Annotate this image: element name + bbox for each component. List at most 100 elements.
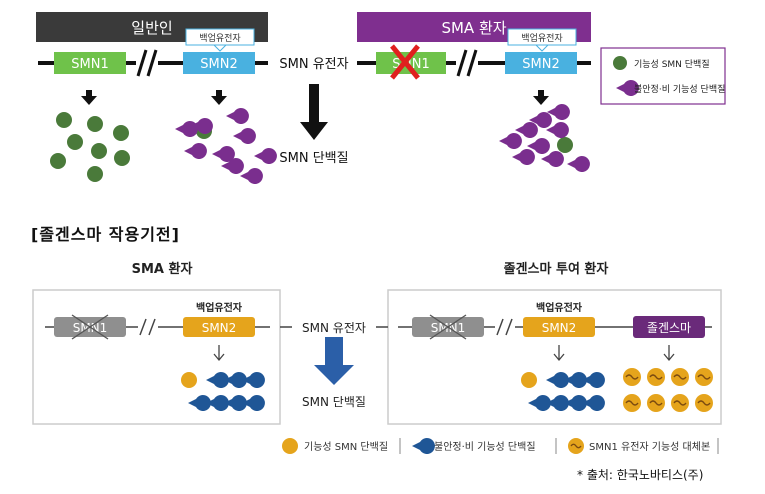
replacement-gene-mark [647, 394, 665, 412]
bottom-protein-label: SMN 단백질 [302, 395, 366, 409]
nonfunctional-protein-mark [224, 395, 247, 411]
bottom-legend-nonfunctional-label: 불안정·비 기능성 단백질 [434, 441, 536, 453]
bottom-treated-patient-title: 졸겐스마 투여 환자 [504, 261, 609, 277]
sma-panel-smn2-box [183, 317, 255, 337]
nonfunctional-protein-mark [190, 118, 213, 134]
nonfunctional-protein-mark [233, 128, 256, 144]
functional-protein-dot [114, 150, 130, 166]
nonfunctional-protein-mark [541, 150, 564, 167]
sma-smn1-box [376, 52, 446, 74]
legend-functional-dot [282, 438, 298, 454]
replacement-gene-mark [647, 368, 665, 386]
normal-smn1-arrow-head [81, 96, 97, 105]
normal-smn2-arrow-head [211, 96, 227, 105]
nonfunctional-protein-mark [226, 108, 249, 124]
nonfunctional-protein-mark [224, 372, 247, 388]
nonfunctional-protein-mark [512, 149, 535, 165]
nonfunctional-protein-mark [240, 168, 263, 184]
zolgensma-label: 졸겐스마 [647, 321, 691, 335]
bottom-diagram: SMA 환자 졸겐스마 투여 환자 SMN1 SMN2 백업유전자 SMN 유전… [32, 261, 722, 454]
bottom-legend-replacement-label: SMN1 유전자 기능성 대체본 [589, 441, 710, 453]
functional-protein-dot [56, 112, 72, 128]
normal-smn1-label: SMN1 [71, 57, 108, 72]
bottom-center-arrow-shaft [325, 337, 343, 367]
nonfunctional-protein-mark [175, 120, 198, 137]
top-legend-nonfunctional-label: 불안정·비 기능성 단백질 [634, 83, 725, 95]
nonfunctional-protein-mark [546, 395, 569, 411]
bottom-legend-functional-label: 기능성 SMN 단백질 [304, 441, 388, 453]
replacement-gene-mark [623, 368, 641, 386]
replacement-gene-mark [695, 368, 713, 386]
bottom-center-arrow-head [314, 365, 354, 385]
functional-protein-dot [521, 372, 537, 388]
nonfunctional-protein-mark [529, 111, 552, 128]
nonfunctional-protein-mark [254, 148, 277, 164]
treated-panel-smn1-label: SMN1 [431, 321, 466, 335]
functional-protein-dot [67, 134, 83, 150]
normal-break-mark-2 [146, 49, 158, 77]
treated-panel-smn2-label: SMN2 [542, 321, 577, 335]
nonfunctional-protein-mark [528, 395, 551, 411]
nonfunctional-protein-mark [546, 372, 569, 388]
functional-protein-dot [557, 137, 573, 153]
nonfunctional-protein-mark [242, 395, 265, 411]
treated-panel-backup-label: 백업유전자 [536, 301, 583, 314]
normal-backup-tag-pointer [212, 44, 228, 52]
bottom-gene-label: SMN 유전자 [302, 321, 366, 335]
sma-smn1-cross-2 [390, 44, 420, 80]
sma-panel-smn2-label: SMN2 [202, 321, 237, 335]
sma-smn2-arrow-shaft [538, 90, 544, 97]
normal-smn2-label: SMN2 [200, 57, 237, 72]
functional-protein-dot [181, 372, 197, 388]
nonfunctional-protein-mark [206, 395, 229, 411]
zolgensma-box [633, 316, 705, 338]
treated-panel-break-mark-1 [496, 318, 504, 336]
nonfunctional-protein-mark [564, 395, 587, 411]
nonfunctional-protein-mark [547, 103, 570, 121]
nonfunctional-protein-mark [242, 372, 265, 388]
normal-smn1-arrow-shaft [86, 90, 92, 97]
normal-smn2-box [183, 52, 255, 74]
functional-protein-dot [87, 116, 103, 132]
top-protein-label: SMN 단백질 [279, 151, 348, 166]
nonfunctional-protein-mark [221, 158, 244, 174]
treated-panel-break-mark-2 [505, 318, 513, 336]
nonfunctional-protein-mark [212, 146, 235, 162]
top-gene-label: SMN 유전자 [279, 57, 348, 72]
bottom-sma-patient-title: SMA 환자 [132, 261, 193, 277]
normal-smn1-box [54, 52, 126, 74]
sma-panel-break-mark-1 [139, 318, 147, 336]
top-legend-functional-label: 기능성 SMN 단백질 [634, 58, 710, 70]
top-legend-box [600, 47, 726, 105]
functional-protein-dot [91, 143, 107, 159]
legend-nonfunctional-mark [616, 79, 639, 97]
sma-smn2-arrow-head [533, 96, 549, 105]
nonfunctional-protein-mark [184, 142, 207, 159]
nonfunctional-protein-mark [546, 121, 569, 138]
nonfunctional-protein-mark [582, 372, 605, 388]
sma-panel-arrow-head [213, 353, 225, 362]
sma-panel-backup-label: 백업유전자 [196, 301, 243, 314]
top-center-arrow-head [300, 122, 328, 140]
legend-functional-dot [613, 56, 627, 70]
sma-smn2-box [505, 52, 577, 74]
nonfunctional-protein-mark [499, 132, 522, 149]
legend-replacement-mark [568, 438, 584, 454]
nonfunctional-protein-mark [188, 395, 211, 411]
nonfunctional-protein-mark [527, 138, 550, 154]
treated-panel-smn2-box [523, 317, 595, 337]
nonfunctional-protein-mark [515, 121, 538, 138]
top-diagram: 일반인 SMA 환자 SMN1 SMN2 백업유전자 SMN1 SMN2 백업유… [36, 12, 726, 184]
section-title: [졸겐스마 작용기전] [31, 225, 180, 244]
sma-panel-break-mark-2 [148, 318, 156, 336]
treated-panel-smn1-cross-2 [429, 314, 467, 340]
sma-panel-smn1-cross-2 [71, 314, 109, 340]
sma-backup-tag-label: 백업유전자 [521, 33, 563, 44]
bottom-gene-label-bg [292, 317, 376, 337]
functional-protein-dot [87, 166, 103, 182]
normal-smn2-arrow-shaft [216, 90, 222, 97]
source-credit: * 출처: 한국노바티스(주) [577, 468, 704, 482]
normal-header-label: 일반인 [131, 19, 172, 37]
nonfunctional-protein-mark [564, 372, 587, 388]
normal-break-mark-1 [136, 49, 148, 77]
